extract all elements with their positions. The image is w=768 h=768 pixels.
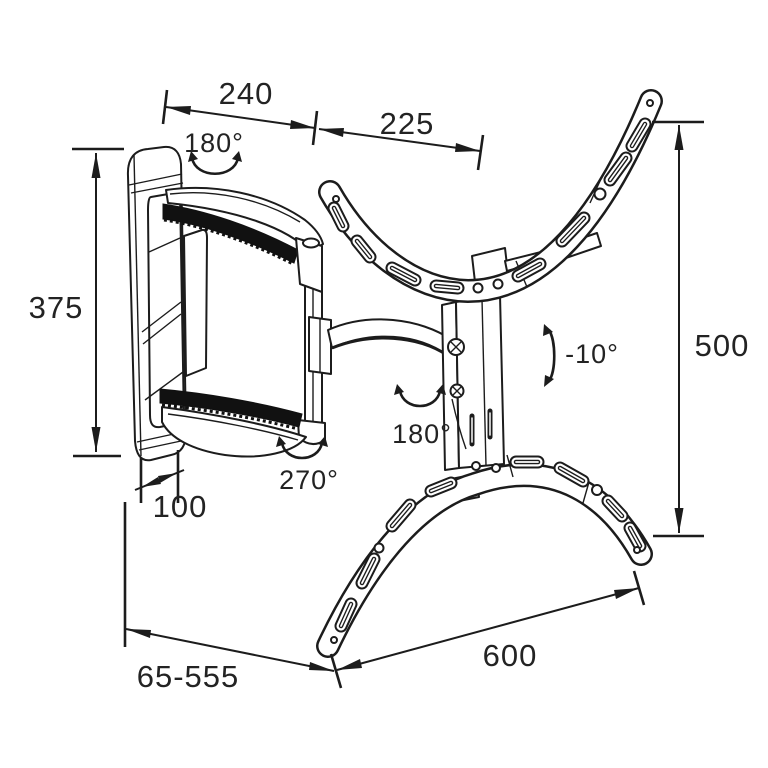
upper-arm xyxy=(162,186,324,266)
dim-375-label: 375 xyxy=(29,290,84,325)
forearm xyxy=(308,316,464,375)
swivel-arrow-monitor-joint: 180° xyxy=(392,384,452,449)
tilt-screw xyxy=(449,383,465,399)
upper-bracket-holes xyxy=(332,99,654,294)
angle-180-top-label: 180° xyxy=(184,128,244,158)
wall-mount-drawing xyxy=(126,89,663,658)
angle-180-middle-label: 180° xyxy=(392,419,452,449)
lower-vesa-bracket xyxy=(316,454,653,658)
lower-bracket-holes xyxy=(330,461,641,644)
pivot-screw xyxy=(447,338,465,356)
dim-240-label: 240 xyxy=(219,76,274,111)
upper-vesa-bracket xyxy=(318,89,663,304)
lower-arm-shadow xyxy=(159,388,303,428)
dim-225: 225 xyxy=(318,106,485,171)
wall-plate xyxy=(126,145,208,462)
dim-65-555-label: 65-555 xyxy=(137,659,240,694)
upper-bracket-slots xyxy=(327,117,652,295)
swivel-arrow-elbow-joint: 270° xyxy=(276,436,339,495)
lower-arm xyxy=(159,388,307,458)
dim-65-555: 65-555 xyxy=(123,502,343,694)
lower-bracket-slots xyxy=(334,455,647,633)
dim-225-label: 225 xyxy=(380,106,435,141)
swivel-arrow-wall-joint: 180° xyxy=(184,128,244,175)
dim-600: 600 xyxy=(336,570,646,673)
angle-270-label: 270° xyxy=(279,465,339,495)
dim-500: 500 xyxy=(652,120,750,538)
dim-100-label: 100 xyxy=(153,489,208,524)
elbow-column xyxy=(295,237,326,445)
dim-240: 240 xyxy=(161,76,319,146)
vesa-post xyxy=(441,294,505,471)
tilt-arrow: -10° xyxy=(543,324,619,387)
dim-500-label: 500 xyxy=(695,328,750,363)
angle-tilt-label: -10° xyxy=(565,339,619,369)
dim-100: 100 xyxy=(134,450,208,524)
dim-600-label: 600 xyxy=(483,638,538,673)
swivel-pin-cap xyxy=(302,237,320,249)
dim-375: 375 xyxy=(29,147,124,458)
